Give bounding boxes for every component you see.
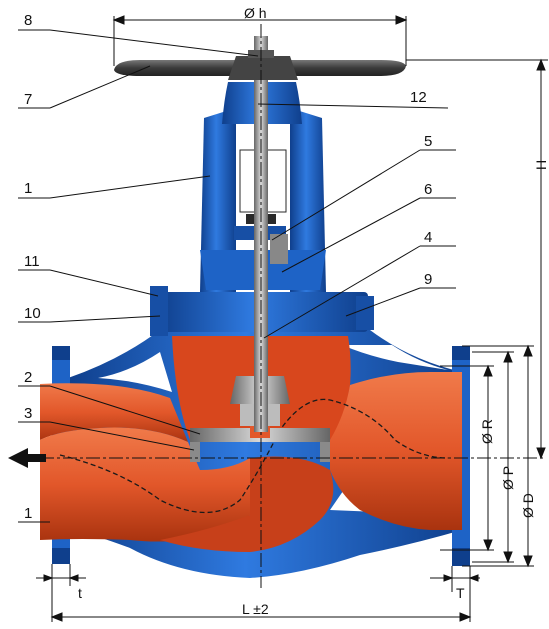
callout-1-upper: 1: [24, 180, 32, 197]
leader-lines: [18, 29, 456, 523]
callout-3: 3: [24, 405, 32, 422]
callout-8: 8: [24, 12, 32, 29]
callout-10: 10: [24, 305, 41, 322]
dim-t: t: [78, 585, 82, 601]
dim-bore-r: Ø R: [479, 419, 495, 444]
callout-1-lower: 1: [24, 505, 32, 522]
dim-T: T: [456, 585, 465, 601]
dim-flange-d: Ø D: [520, 493, 536, 518]
dim-bolt-circle-p: Ø P: [500, 466, 516, 490]
callout-labels: 8 7 12 5 1 6 4 11 9 10 2 3 1: [24, 12, 432, 522]
callout-2: 2: [24, 369, 32, 386]
dim-height: H: [533, 160, 549, 170]
callout-11: 11: [24, 253, 40, 270]
dimension-lines: [36, 15, 548, 622]
flow-passage: [40, 336, 462, 552]
callout-4: 4: [424, 229, 432, 246]
callout-9: 9: [424, 271, 432, 288]
dim-length: L ±2: [242, 601, 269, 617]
flow-arrow-icon: [8, 448, 46, 468]
centre-lines: [40, 24, 545, 588]
callout-6: 6: [424, 181, 432, 198]
callout-5: 5: [424, 133, 432, 150]
callout-7: 7: [24, 91, 32, 108]
dimension-labels: Ø h H Ø R Ø P Ø D L ±2 t T: [78, 5, 549, 617]
callout-12: 12: [410, 89, 427, 106]
handwheel: [114, 50, 406, 80]
dim-handwheel-diameter: Ø h: [244, 5, 267, 21]
